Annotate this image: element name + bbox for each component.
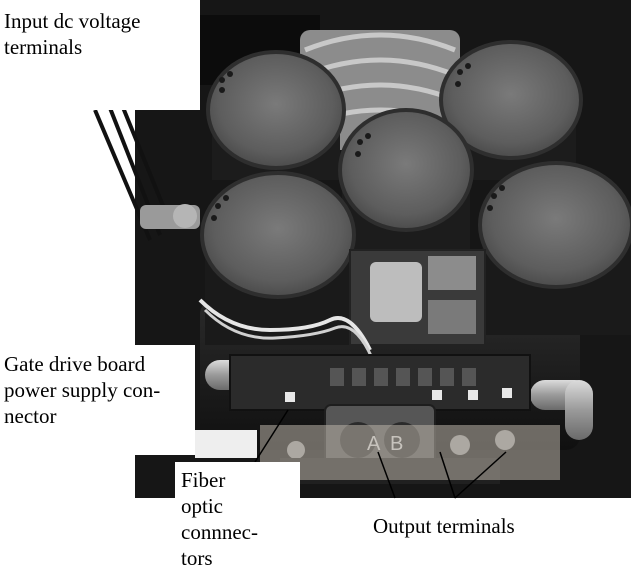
gate-drive-label: Gate drive board power supply con- necto… <box>4 352 161 428</box>
gate-drive-board <box>229 354 531 411</box>
core-holes <box>211 63 505 221</box>
inductor-cores-front <box>200 108 631 345</box>
twisted-wires <box>198 298 372 351</box>
gate-label-bg <box>0 345 195 455</box>
base-mount <box>260 425 560 480</box>
output-label-bg <box>300 508 630 548</box>
fiber-connector <box>195 430 257 458</box>
control-board <box>349 249 486 346</box>
input-cables <box>93 104 200 241</box>
cooling-pipes <box>205 360 593 440</box>
fiber-optic-label: Fiber optic connnec- tors <box>181 468 258 570</box>
output-terminals-label: Output terminals <box>373 514 515 538</box>
fiber-label-bg <box>175 462 300 578</box>
input-label-bg <box>0 0 200 110</box>
input-terminals-label: Input dc voltage terminals <box>4 9 141 59</box>
leader-lines <box>254 409 507 499</box>
